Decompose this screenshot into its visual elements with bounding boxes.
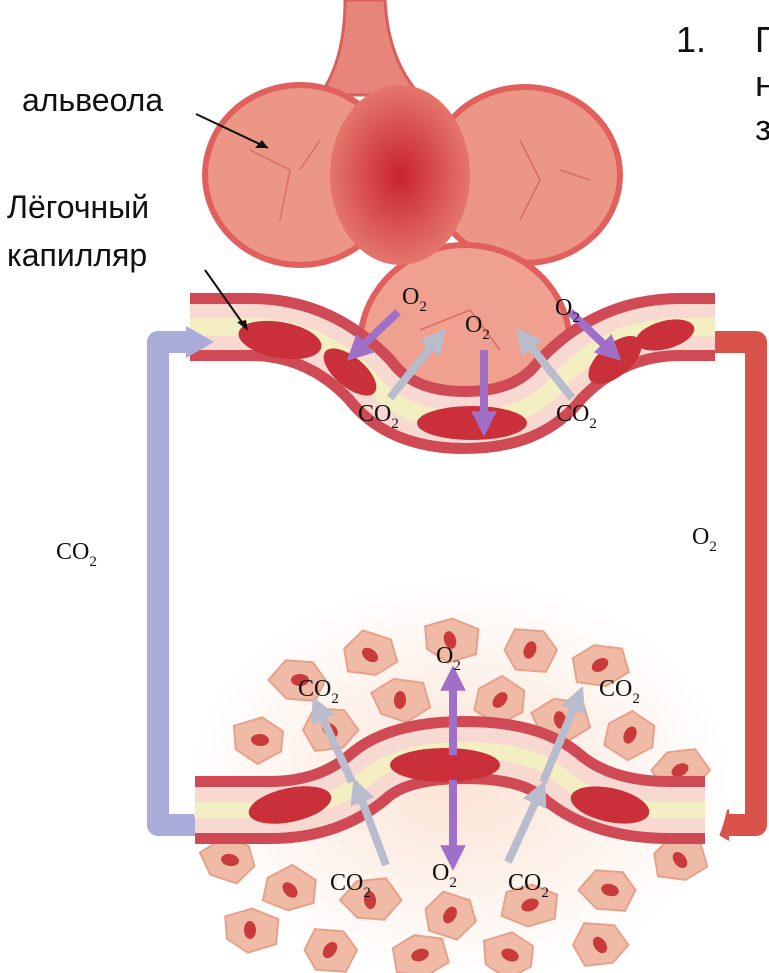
bronchiole — [320, 0, 420, 95]
structure-labels: альвеола Лёгочный капилляр — [7, 82, 163, 273]
heading-line-1: П — [755, 19, 769, 60]
heading-line-3: з — [755, 107, 769, 148]
alveolar-duct — [330, 85, 470, 265]
capillary-label-line-2: капилляр — [7, 237, 147, 273]
heading-line-2: н — [755, 63, 769, 104]
red-blood-cell — [417, 406, 527, 440]
o2-pathway-label: O2 — [692, 524, 717, 555]
co2-label: CO2 — [556, 401, 597, 432]
heading-number: 1. — [676, 19, 706, 60]
slide-heading: 1. П н з — [676, 19, 769, 148]
red-blood-cell — [390, 748, 500, 782]
alveola-label: альвеола — [22, 82, 163, 118]
capillary-label-line-1: Лёгочный — [7, 189, 149, 225]
co2-pathway-label: CO2 — [56, 539, 97, 570]
